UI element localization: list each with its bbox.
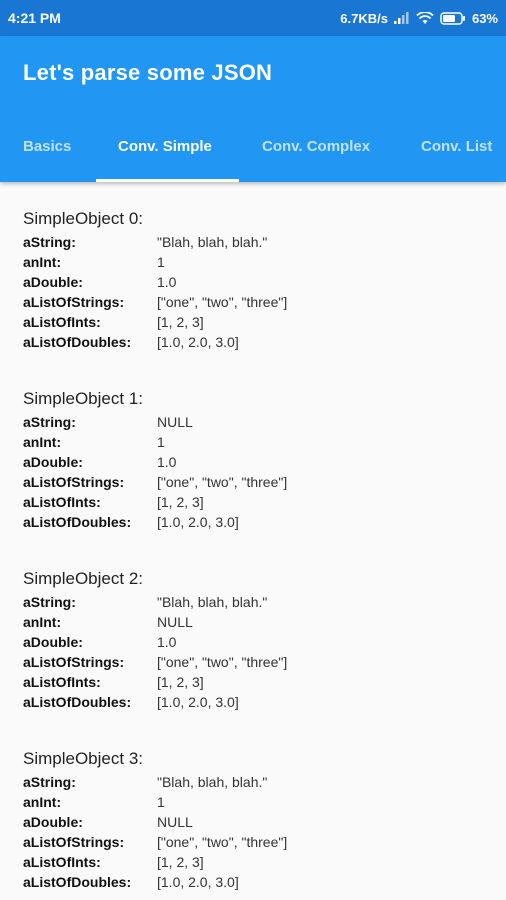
field-key: aListOfDoubles:	[23, 874, 132, 890]
simple-object-card: SimpleObject 0: aString: "Blah, blah, bla…	[23, 206, 493, 352]
field-value: [1.0, 2.0, 3.0]	[157, 514, 239, 530]
battery-icon	[440, 11, 466, 25]
field-key: anInt:	[23, 434, 62, 450]
field-row: aListOfStrings: ["one", "two", "three"]	[23, 292, 493, 312]
field-row: aDouble: NULL	[23, 812, 493, 832]
field-row: aListOfStrings: ["one", "two", "three"]	[23, 652, 493, 672]
object-title: SimpleObject 2:	[23, 569, 143, 588]
app-title: Let's parse some JSON	[23, 60, 273, 85]
field-key: aListOfDoubles:	[23, 514, 132, 530]
field-value: [1.0, 2.0, 3.0]	[157, 694, 239, 710]
battery-percent: 63%	[471, 10, 498, 26]
field-key: anInt:	[23, 254, 62, 270]
network-speed: 6.7KB/s	[340, 10, 388, 26]
field-row: aListOfInts: [1, 2, 3]	[23, 492, 493, 512]
field-value: ["one", "two", "three"]	[157, 474, 288, 490]
simple-object-card: SimpleObject 3: aString: "Blah, blah, bla…	[23, 746, 493, 892]
simple-object-card: SimpleObject 1: aString: NULL anInt: 1 aDo…	[23, 386, 493, 532]
field-key: anInt:	[23, 614, 62, 630]
tab-conv-simple[interactable]: Conv. Simple	[118, 138, 212, 155]
object-title: SimpleObject 0:	[23, 209, 143, 228]
field-value: [1.0, 2.0, 3.0]	[157, 334, 239, 350]
field-key: aListOfStrings:	[23, 834, 125, 850]
field-key: aDouble:	[23, 634, 83, 650]
field-row: aDouble: 1.0	[23, 452, 493, 472]
tab-basics[interactable]: Basics	[23, 138, 72, 155]
field-row: anInt: 1	[23, 792, 493, 812]
field-key: aDouble:	[23, 814, 83, 830]
field-key: aListOfInts:	[23, 674, 101, 690]
wifi-icon	[416, 11, 434, 25]
signal-icon	[393, 12, 410, 24]
status-indicators: 6.7KB/s 63%	[340, 11, 498, 26]
field-value: [1, 2, 3]	[157, 494, 204, 510]
simple-object-card: SimpleObject 2: aString: "Blah, blah, bla…	[23, 566, 493, 712]
field-key: aListOfInts:	[23, 494, 101, 510]
field-value: 1.0	[157, 274, 177, 290]
field-value: "Blah, blah, blah."	[157, 234, 268, 250]
app-bar: Let's parse some JSON Basics Conv. Simpl…	[0, 36, 506, 182]
field-value: [1.0, 2.0, 3.0]	[157, 874, 239, 890]
field-key: aString:	[23, 594, 76, 610]
field-value: 1	[157, 254, 165, 270]
field-row: aString: NULL	[23, 412, 493, 432]
field-key: aListOfInts:	[23, 854, 101, 870]
tab-conv-complex[interactable]: Conv. Complex	[262, 138, 371, 155]
field-key: aListOfStrings:	[23, 294, 125, 310]
field-value: 1	[157, 434, 165, 450]
field-row: aListOfDoubles: [1.0, 2.0, 3.0]	[23, 332, 493, 352]
field-row: aString: "Blah, blah, blah."	[23, 592, 493, 612]
field-row: aListOfInts: [1, 2, 3]	[23, 312, 493, 332]
field-value: 1.0	[157, 454, 177, 470]
field-value: [1, 2, 3]	[157, 314, 204, 330]
field-row: aDouble: 1.0	[23, 632, 493, 652]
object-title: SimpleObject 3:	[23, 749, 143, 768]
field-value: 1	[157, 794, 165, 810]
field-row: aListOfStrings: ["one", "two", "three"]	[23, 832, 493, 852]
field-row: aListOfDoubles: [1.0, 2.0, 3.0]	[23, 692, 493, 712]
status-bar: 4:21 PM 6.7KB/s 63%	[0, 0, 506, 36]
field-value: [1, 2, 3]	[157, 674, 204, 690]
field-value: NULL	[157, 414, 193, 430]
field-row: aListOfStrings: ["one", "two", "three"]	[23, 472, 493, 492]
field-value: [1, 2, 3]	[157, 854, 204, 870]
field-row: aListOfInts: [1, 2, 3]	[23, 672, 493, 692]
field-row: aListOfDoubles: [1.0, 2.0, 3.0]	[23, 872, 493, 892]
field-value: NULL	[157, 814, 193, 830]
field-key: aListOfStrings:	[23, 474, 125, 490]
field-key: aString:	[23, 774, 76, 790]
tab-bar: Basics Conv. Simple Conv. Complex Conv. …	[0, 120, 506, 182]
simple-objects-list[interactable]: SimpleObject 0: aString: "Blah, blah, bla…	[0, 182, 506, 900]
tab-conv-list[interactable]: Conv. List	[421, 138, 493, 155]
tab-indicator	[96, 179, 239, 182]
field-row: anInt: 1	[23, 252, 493, 272]
status-time: 4:21 PM	[8, 10, 61, 26]
field-key: aListOfDoubles:	[23, 694, 132, 710]
object-title: SimpleObject 1:	[23, 389, 143, 408]
field-value: NULL	[157, 614, 193, 630]
field-key: aListOfDoubles:	[23, 334, 132, 350]
field-key: aDouble:	[23, 454, 83, 470]
field-row: aString: "Blah, blah, blah."	[23, 232, 493, 252]
field-value: "Blah, blah, blah."	[157, 594, 268, 610]
field-value: ["one", "two", "three"]	[157, 654, 288, 670]
field-key: aListOfInts:	[23, 314, 101, 330]
field-row: aListOfInts: [1, 2, 3]	[23, 852, 493, 872]
field-value: 1.0	[157, 634, 177, 650]
field-value: ["one", "two", "three"]	[157, 834, 288, 850]
field-value: "Blah, blah, blah."	[157, 774, 268, 790]
field-key: anInt:	[23, 794, 62, 810]
field-value: ["one", "two", "three"]	[157, 294, 288, 310]
field-row: anInt: 1	[23, 432, 493, 452]
field-row: aDouble: 1.0	[23, 272, 493, 292]
field-key: aString:	[23, 234, 76, 250]
field-row: aString: "Blah, blah, blah."	[23, 772, 493, 792]
field-key: aDouble:	[23, 274, 83, 290]
field-row: anInt: NULL	[23, 612, 493, 632]
field-key: aString:	[23, 414, 76, 430]
field-key: aListOfStrings:	[23, 654, 125, 670]
field-row: aListOfDoubles: [1.0, 2.0, 3.0]	[23, 512, 493, 532]
